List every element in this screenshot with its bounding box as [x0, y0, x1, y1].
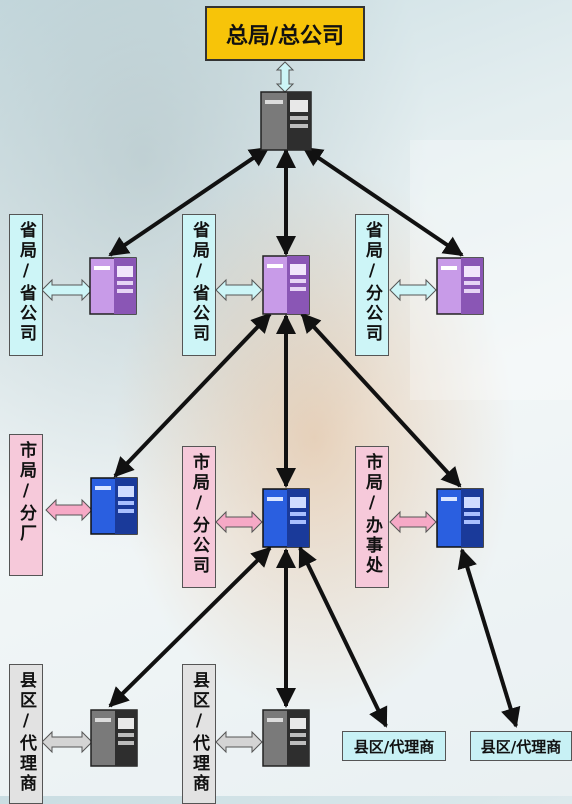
side-arrow-top: [275, 61, 295, 93]
arrow-city3-county4: [457, 548, 521, 728]
arrow-top-prov1: [108, 146, 270, 257]
node-county-1: 县区/代理商: [9, 664, 43, 804]
node-headquarters-label: 总局/总公司: [225, 23, 345, 49]
node-provincial-2-label: 省局/省公司: [189, 221, 209, 344]
node-city-2-label: 市局/分公司: [189, 453, 209, 576]
node-provincial-2: 省局/省公司: [182, 214, 216, 356]
server-icon-city2: [262, 488, 310, 548]
node-provincial-3: 省局/分公司: [355, 214, 389, 356]
server-icon-city1: [90, 477, 138, 535]
side-arrow-city2: [215, 510, 263, 534]
server-icon-prov2: [262, 255, 310, 315]
node-city-2: 市局/分公司: [182, 446, 216, 588]
server-icons: [89, 91, 484, 767]
node-county-2: 县区/代理商: [182, 664, 216, 804]
side-arrow-prov3: [389, 278, 437, 302]
server-icon-county2: [262, 709, 310, 767]
server-icon-county1: [90, 709, 138, 767]
side-arrow-city3: [389, 510, 437, 534]
node-headquarters: 总局/总公司: [205, 6, 365, 61]
server-icon-prov3: [436, 257, 484, 315]
server-icon-top: [260, 91, 312, 151]
side-arrow-county1: [41, 730, 93, 754]
node-county-1-label: 县区/代理商: [16, 671, 36, 794]
arrow-city2-county3: [298, 546, 388, 728]
arrow-city2-county1: [108, 546, 272, 708]
server-icon-prov1: [89, 257, 137, 315]
arrow-prov2-city3: [300, 312, 462, 488]
main-arrows: [108, 146, 521, 728]
arrow-prov2-city1: [113, 312, 272, 478]
side-arrow-county2: [215, 730, 263, 754]
side-arrow-prov2: [215, 278, 263, 302]
node-county-2-label: 县区/代理商: [189, 671, 209, 794]
node-county-3-label: 县区/代理商: [353, 737, 435, 756]
node-city-1-label: 市局/分厂: [16, 441, 36, 544]
server-icon-city3: [436, 488, 484, 548]
side-arrow-city1: [45, 498, 93, 522]
node-provincial-1-label: 省局/省公司: [16, 221, 36, 344]
node-city-3: 市局/办事处: [355, 446, 389, 588]
arrow-top-prov3: [302, 146, 464, 257]
node-city-1: 市局/分厂: [9, 434, 43, 576]
node-provincial-3-label: 省局/分公司: [362, 221, 382, 344]
node-city-3-label: 市局/办事处: [362, 453, 382, 576]
node-county-4: 县区/代理商: [470, 731, 572, 761]
node-county-3: 县区/代理商: [342, 731, 446, 761]
side-arrow-prov1: [41, 278, 93, 302]
node-provincial-1: 省局/省公司: [9, 214, 43, 356]
node-county-4-label: 县区/代理商: [480, 737, 562, 756]
